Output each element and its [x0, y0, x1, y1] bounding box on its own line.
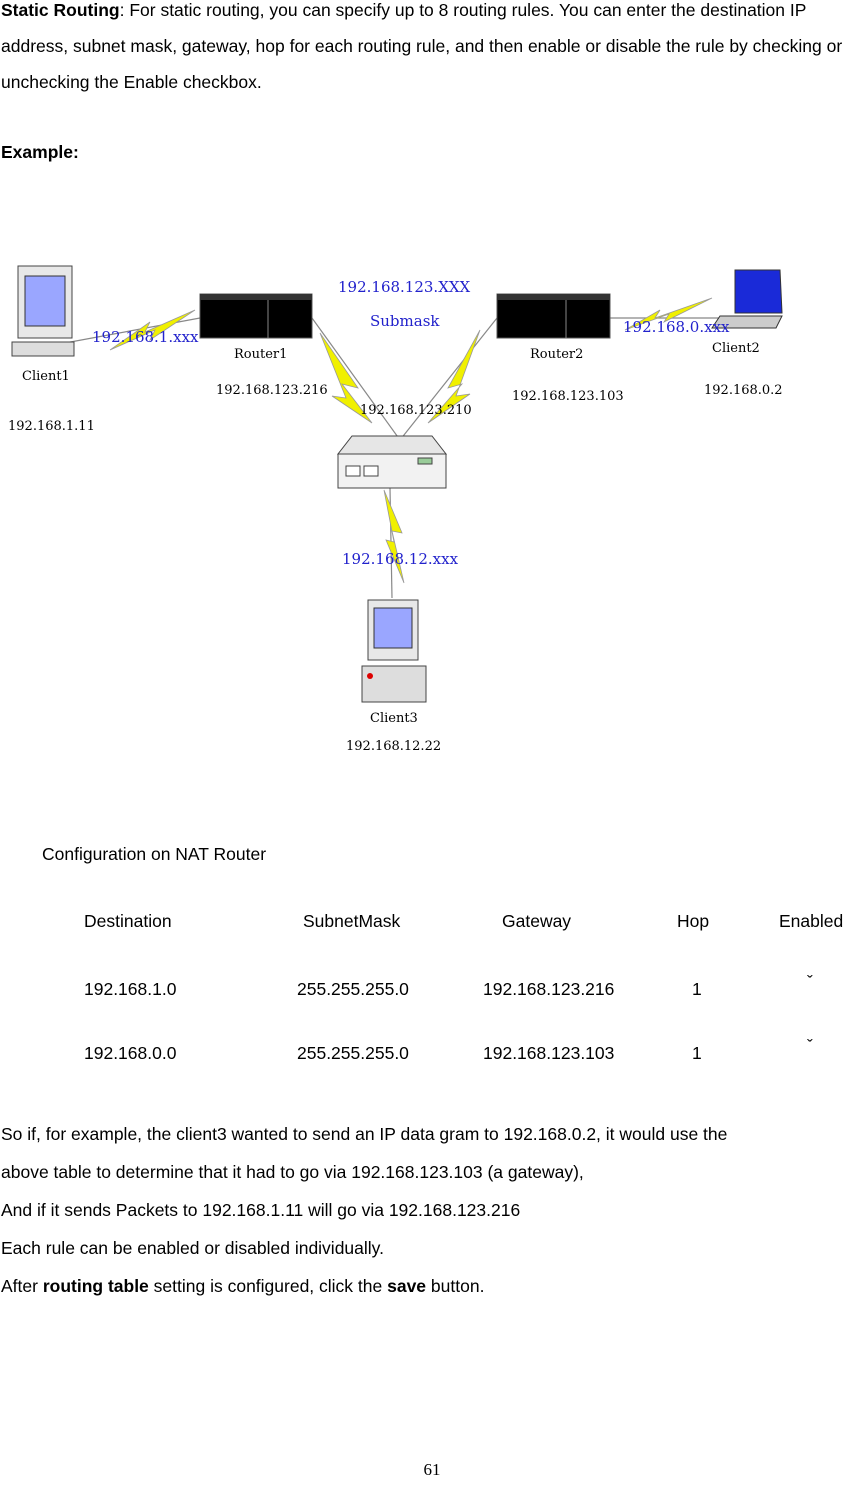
table-header: SubnetMask [303, 911, 401, 931]
table-header: Enabled [779, 911, 844, 931]
nat-router-icon [336, 435, 448, 489]
link-client1-router1 [64, 317, 201, 344]
table-cell: 192.168.1.0 [84, 979, 177, 999]
nat-router-ip: 192.168.123.210 [360, 403, 472, 418]
router1-icon [199, 293, 313, 339]
center-network-submask: Submask [370, 312, 440, 330]
save-term: save [387, 1276, 427, 1296]
table-header: Gateway [502, 911, 572, 931]
client3-label: Client3 [370, 711, 418, 726]
link3-label: 192.168.12.xxx [342, 550, 459, 568]
client2-ip: 192.168.0.2 [704, 383, 783, 398]
link2-label: 192.168.0.xxx [623, 318, 730, 336]
lightning-bolt-icon [109, 309, 196, 351]
client3-computer-icon [361, 599, 427, 703]
table-cell: 255.255.255.0 [297, 1043, 409, 1063]
config-title: Configuration on NAT Router [42, 844, 267, 864]
router2-label: Router2 [530, 347, 583, 362]
client1-ip: 192.168.1.11 [8, 419, 95, 434]
table-header: Destination [84, 911, 172, 931]
intro-text: : For static routing, you can specify up… [1, 0, 843, 92]
intro-paragraph: Static Routing: For static routing, you … [1, 0, 861, 100]
client3-ip: 192.168.12.22 [346, 739, 441, 754]
closing-line: After routing table setting is configure… [1, 1276, 485, 1296]
closing-line: And if it sends Packets to 192.168.1.11 … [1, 1200, 521, 1220]
lightning-bolt-icon [319, 332, 373, 424]
table-cell: 192.168.0.0 [84, 1043, 177, 1063]
table-header: Hop [677, 911, 710, 931]
client2-laptop-icon [711, 269, 783, 329]
lightning-bolt-icon [427, 329, 481, 424]
page-number: 61 [423, 1460, 441, 1479]
enabled-check-mark: ˇ [807, 972, 813, 992]
client1-label: Client1 [22, 369, 70, 384]
router2-ip: 192.168.123.103 [512, 389, 624, 404]
table-cell: 1 [692, 1043, 702, 1063]
table-cell: 192.168.123.216 [483, 979, 615, 999]
link1-label: 192.168.1.xxx [92, 328, 199, 346]
closing-line: So if, for example, the client3 wanted t… [1, 1124, 728, 1144]
routing-table-term: routing table [42, 1276, 149, 1296]
router1-label: Router1 [234, 347, 287, 362]
router2-icon [496, 293, 611, 339]
example-label: Example: [1, 142, 79, 162]
center-network-label: 192.168.123.XXX [338, 278, 471, 296]
table-cell: 255.255.255.0 [297, 979, 409, 999]
client1-computer-icon [11, 265, 75, 357]
table-cell: 1 [692, 979, 702, 999]
link-router2-nat [399, 317, 498, 441]
table-cell: 192.168.123.103 [483, 1043, 615, 1063]
intro-heading: Static Routing [1, 0, 120, 20]
lightning-bolt-icon [383, 489, 405, 584]
closing-paragraph: So if, for example, the client3 wanted t… [1, 1115, 863, 1305]
closing-line: Each rule can be enabled or disabled ind… [1, 1238, 384, 1258]
closing-line: above table to determine that it had to … [1, 1162, 584, 1182]
enabled-check-mark: ˇ [807, 1036, 813, 1056]
router1-ip: 192.168.123.216 [216, 383, 328, 398]
network-diagram: 192.168.1.xxx Client1 192.168.1.11 Route… [8, 265, 783, 754]
client2-label: Client2 [712, 341, 760, 356]
link-router1-nat [311, 317, 401, 441]
lightning-bolt-icon [624, 297, 713, 331]
